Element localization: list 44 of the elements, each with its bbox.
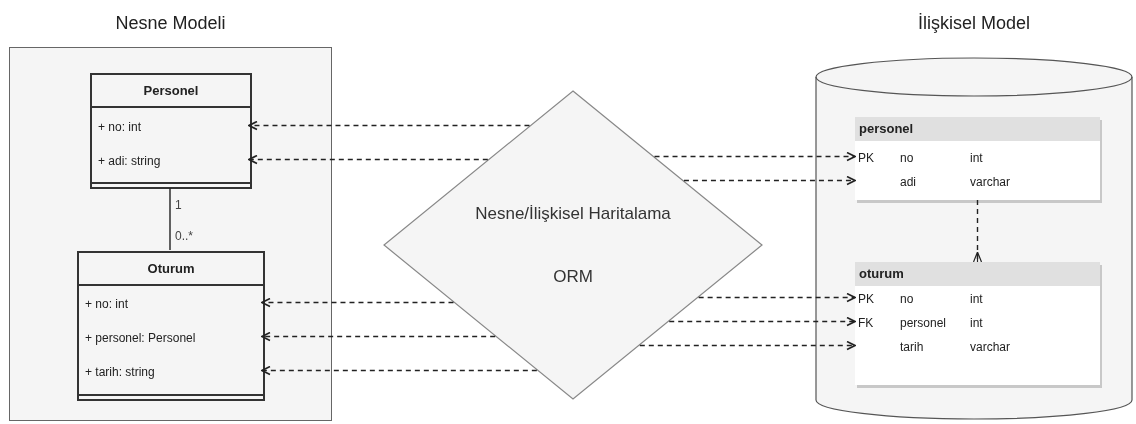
- association-line: [169, 187, 171, 251]
- diamond-text: ORM: [553, 266, 593, 288]
- mapping-arrow: [261, 297, 455, 308]
- uml-class-box: [77, 251, 265, 401]
- diamond-text: Nesne/İlişkisel Haritalama: [475, 202, 671, 225]
- class-attribute: + adi: string: [98, 152, 161, 170]
- class-attribute: + tarih: string: [85, 363, 155, 381]
- column-text: adi: [900, 175, 916, 189]
- mapping-arrow: [248, 120, 531, 131]
- column-text: int: [970, 292, 983, 306]
- class-name: Oturum: [147, 259, 195, 278]
- uml-class-box: [90, 73, 252, 189]
- mapping-arrow: [261, 331, 496, 342]
- mapping-arrow: [683, 175, 856, 186]
- column-text: PK: [858, 292, 874, 306]
- mapping-arrow: [248, 154, 489, 165]
- class-attribute: + no: int: [98, 118, 142, 136]
- column-text: varchar: [970, 340, 1010, 354]
- column-text: FK: [858, 316, 874, 330]
- multiplicity-label: 1: [175, 197, 182, 214]
- table-name: personel: [859, 120, 914, 139]
- table-name: oturum: [859, 265, 904, 284]
- column-text: int: [970, 316, 983, 330]
- class-attribute: + no: int: [85, 295, 129, 313]
- class-name: Personel: [143, 81, 199, 100]
- mapping-arrow: [639, 340, 856, 351]
- mapping-arrow: [668, 316, 856, 327]
- database-title: İlişkisel Model: [916, 12, 1031, 35]
- panel-title: Nesne Modeli: [114, 12, 227, 35]
- mapping-arrow: [261, 365, 538, 376]
- column-text: int: [970, 151, 983, 165]
- relationship-line: [972, 199, 983, 263]
- column-text: tarih: [900, 340, 924, 354]
- column-text: no: [900, 151, 914, 165]
- mapping-arrow: [653, 151, 856, 162]
- multiplicity-label: 0..*: [175, 228, 193, 245]
- column-text: no: [900, 292, 914, 306]
- entity-table: [855, 262, 1100, 385]
- column-text: varchar: [970, 175, 1010, 189]
- entity-table: [855, 117, 1100, 200]
- mapping-arrow: [697, 292, 856, 303]
- column-text: PK: [858, 151, 874, 165]
- column-text: personel: [900, 316, 947, 330]
- class-attribute: + personel: Personel: [85, 329, 196, 347]
